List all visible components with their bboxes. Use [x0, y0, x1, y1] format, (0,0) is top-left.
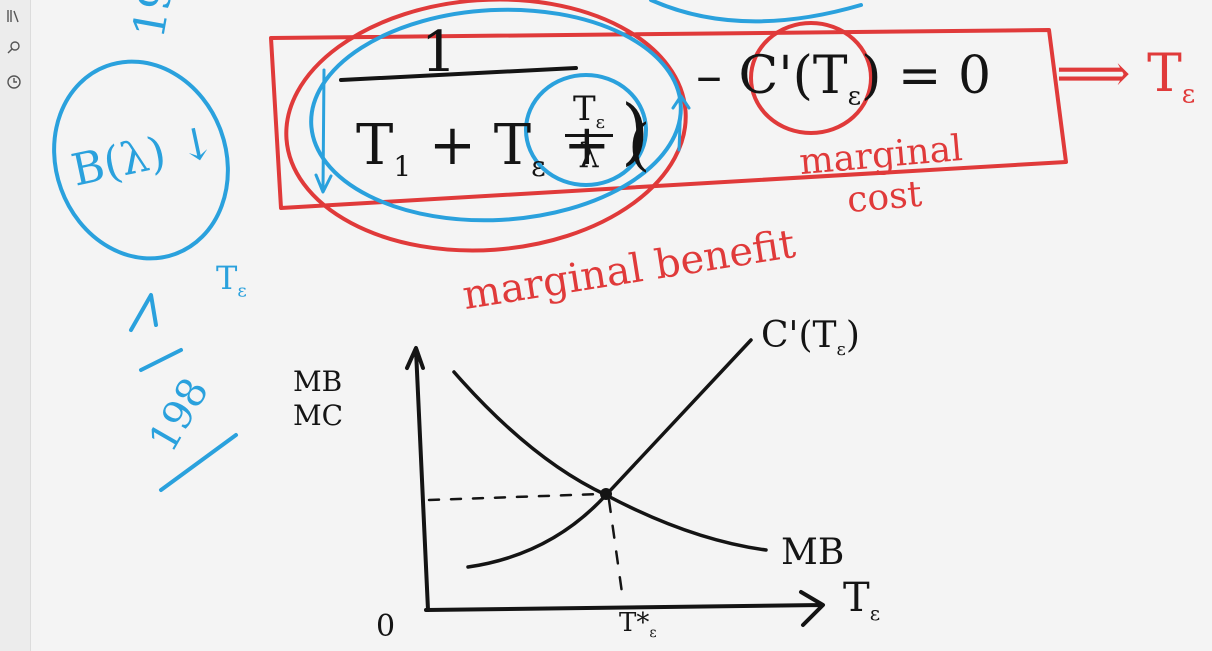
x-axis-sub: ε: [869, 601, 881, 625]
library-icon[interactable]: [3, 5, 25, 27]
mb-curve: [452, 370, 768, 552]
te-blue-text: Tε: [216, 262, 247, 300]
te-blue-letter: T: [216, 259, 238, 297]
cost-sub-e: ε: [847, 81, 862, 112]
minus-c-text: – C'(T: [696, 46, 848, 106]
inner-fraction: Tε λ: [559, 92, 619, 173]
inner-top: Tε: [572, 89, 605, 133]
mc-curve-sub: ε: [836, 339, 846, 361]
x-star-text: T*: [619, 608, 650, 638]
x-axis: [424, 590, 825, 627]
equilibrium-point: [600, 488, 612, 500]
mb-curve-label: MB: [781, 532, 845, 573]
x-star-label: T*ε: [619, 610, 657, 640]
x-star-sub: ε: [649, 625, 657, 642]
y-axis-label: MB MC: [293, 365, 343, 432]
fraction-bar: [339, 66, 578, 82]
implies-sub: ε: [1181, 79, 1196, 110]
close-paren: ): [621, 89, 650, 173]
inner-bar: [565, 133, 613, 137]
denom-sub-e: ε: [531, 150, 546, 184]
denom-t1: T: [356, 113, 394, 178]
implies-text: ⟹ T: [1056, 44, 1182, 104]
ink-strokes: [52, 0, 1068, 627]
denom-sub1: 1: [393, 150, 412, 184]
red-fraction-ellipse: [284, 0, 688, 253]
te-blue-sub: ε: [237, 280, 247, 302]
cost-term: – C'(Tε) = 0: [696, 50, 991, 109]
mc-curve-text: C'(T: [761, 315, 837, 356]
origin-label: 0: [376, 609, 396, 644]
y-label-mc: MC: [293, 398, 344, 432]
y-label-mb: MB: [293, 365, 343, 398]
blue-inner-circle: [524, 73, 648, 187]
vertical-dashed-guide: [607, 498, 625, 602]
numerator: 1: [421, 20, 457, 85]
mc-curve: [466, 338, 753, 569]
blue-left-arrow: [314, 68, 333, 194]
whiteboard-canvas[interactable]: B(λ) ↓ 19 198 Tε 1 T1 + Tε + ( Tε λ ) – …: [31, 0, 1212, 651]
blue-top-arc: [649, 0, 863, 24]
mc-curve-label: C'(Tε): [761, 315, 860, 361]
x-axis-letter: T: [843, 575, 870, 621]
year-top-text: 19: [123, 0, 184, 42]
implies-te: ⟹ Tε: [1056, 48, 1195, 107]
blue-year-underline: [159, 433, 238, 492]
blue-benefit-circle: [52, 59, 230, 261]
history-icon[interactable]: [3, 71, 25, 93]
denom-plus-te: + T: [429, 113, 532, 178]
red-cost-circle: [749, 21, 873, 135]
y-axis: [405, 346, 430, 612]
blue-lambda-arrow: [129, 293, 183, 372]
blue-right-arrow: [671, 94, 691, 152]
marginal-cost-label: marginal cost: [798, 128, 968, 223]
denominator: T1 + Tε + (: [356, 118, 650, 181]
left-toolbar: [0, 0, 31, 651]
red-equation-box: [269, 28, 1068, 210]
horizontal-dashed-guide: [427, 492, 603, 502]
x-axis-label: Tε: [843, 578, 880, 623]
equals-zero-text: ) = 0: [861, 46, 992, 106]
inner-bottom: λ: [578, 135, 600, 176]
search-icon[interactable]: [3, 37, 25, 59]
denom-plus-paren: + (: [563, 113, 650, 178]
